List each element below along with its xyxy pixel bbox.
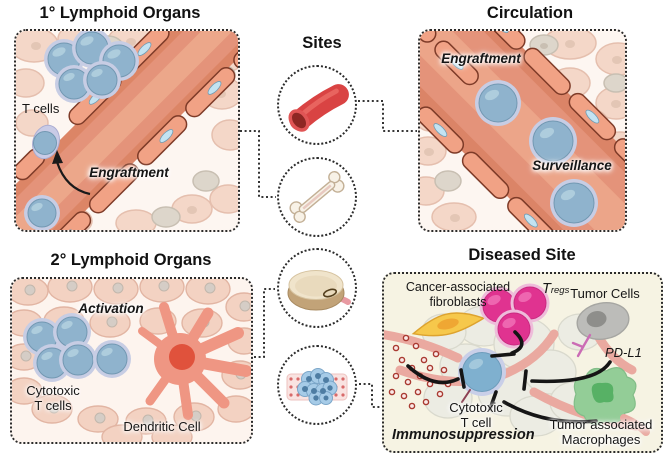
site-tumor-tissue <box>277 345 357 425</box>
t-cell-cluster <box>44 31 139 103</box>
site-lymph-node <box>277 248 357 328</box>
activation-label: Activation <box>78 301 144 316</box>
diseased-panel-illustration <box>384 274 661 451</box>
fibroblast-graphic <box>411 312 486 337</box>
t-cells-label: T cells <box>22 101 60 116</box>
immunosuppression-label: Immunosuppression <box>392 427 535 443</box>
site-bone <box>277 157 357 237</box>
treg-cell-cluster <box>479 283 550 349</box>
bone-icon <box>289 171 345 223</box>
primary-panel-illustration <box>16 31 238 230</box>
panel-diseased-site: Cancer-associated fibroblasts Tregs Tumo… <box>382 272 663 453</box>
stroma-stub <box>620 414 650 436</box>
circulating-t-cells <box>475 80 598 227</box>
cytotoxic-t-cell-cluster <box>23 313 131 382</box>
cytotoxic-t-cell-label: Cytotoxic T cell <box>449 400 503 430</box>
blood-vessel-icon <box>288 84 349 132</box>
tumor-tissue-icon <box>286 368 348 406</box>
tumor-associated-macrophages-label: Tumor associated Macrophages <box>549 417 653 447</box>
engraftment-label: Engraftment <box>89 165 169 180</box>
inhibition-arrows <box>406 330 612 424</box>
tissue-nuclei <box>424 40 622 222</box>
panel-circulation: Engraftment Surveillance <box>418 29 627 232</box>
title-circulation: Circulation <box>486 4 574 22</box>
title-secondary-lymphoid: 2° Lymphoid Organs <box>50 251 212 269</box>
secondary-panel-illustration <box>12 279 251 442</box>
tregs-label: Tregs <box>542 281 570 297</box>
surveillance-label: Surveillance <box>532 158 612 173</box>
panel-secondary-lymphoid: Activation Cytotoxic T cells Dendritic C… <box>10 277 253 444</box>
dendritic-cell-label: Dendritic Cell <box>123 419 201 434</box>
engraftment-arrow <box>52 150 91 196</box>
title-primary-lymphoid: 1° Lymphoid Organs <box>39 4 201 22</box>
pd-l1-label: PD-L1 <box>605 345 642 360</box>
title-sites: Sites <box>302 34 342 52</box>
secreted-factor-dots <box>388 334 452 410</box>
lower-t-cell <box>24 195 60 230</box>
lymph-node-icon <box>287 270 351 311</box>
site-blood-vessel <box>277 65 357 145</box>
extravasating-t-cell <box>32 124 60 160</box>
pd-l1-receptor <box>571 333 592 358</box>
tumor-cells-label: Tumor Cells <box>570 286 640 301</box>
macrophage-graphic <box>573 367 637 426</box>
cancer-associated-fibroblasts-label: Cancer-associated fibroblasts <box>405 280 511 309</box>
central-cytotoxic-t-cell <box>458 348 506 403</box>
dendritic-cell-graphic <box>138 302 251 420</box>
tumor-cell-graphic <box>576 302 630 340</box>
engraftment-label: Engraftment <box>441 51 521 66</box>
title-diseased-site: Diseased Site <box>468 246 576 264</box>
endothelial-nuclei <box>433 31 600 228</box>
circulation-panel-illustration <box>420 31 625 230</box>
panel-primary-lymphoid: T cells Engraftment <box>14 29 240 232</box>
cytotoxic-t-cells-label: Cytotoxic T cells <box>26 383 80 413</box>
